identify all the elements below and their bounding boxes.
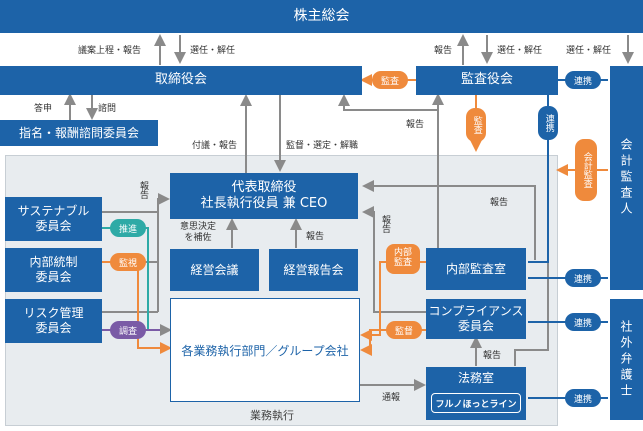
internal-audit-pill-label: 内部監査 <box>393 248 412 268</box>
ceo-title-line1: 代表取締役 <box>231 179 297 195</box>
ceo-title-line2: 社長執行役員 兼 CEO <box>200 196 328 211</box>
accounting-auditor-label: 会計監査人 <box>619 138 633 218</box>
coop-pill-internal-audit-label: 連携 <box>573 274 592 285</box>
report-label-compliance: 報告 <box>380 215 390 233</box>
report-label-mgmt: 報告 <box>306 232 325 242</box>
elect-dismiss-label-accountant: 選任・解任 <box>566 46 612 56</box>
notify-label: 通報 <box>382 393 401 403</box>
inquire-label: 諮問 <box>98 104 117 114</box>
management-report-label: 経営報告会 <box>283 262 344 277</box>
business-units-box: 各業務執行部門／グループ会社 <box>170 298 360 402</box>
internal-control-committee-label: 内部統制 委員会 <box>29 255 78 284</box>
coop-pill-legal-label: 連携 <box>573 394 592 405</box>
elect-dismiss-label-board: 選任・解任 <box>190 46 236 56</box>
coop-pill-compliance-label: 連携 <box>573 318 592 329</box>
monitor-pill-label: 監視 <box>118 258 137 269</box>
report-label-audit: 報告 <box>434 46 453 56</box>
board-label: 取締役会 <box>154 72 207 88</box>
audit-board-box: 監査役会 <box>416 66 558 95</box>
outside-lawyer-label: 社外弁護士 <box>619 319 633 400</box>
audit-pill-label: 監査 <box>380 76 399 87</box>
audit-pill: 監査 <box>372 71 408 89</box>
coop-vertical-pill-label: 連携 <box>543 114 554 132</box>
audit-vertical-pill-label: 監査 <box>471 116 482 134</box>
legal-office-label: 法務室 <box>457 371 494 385</box>
business-execution-label: 業務執行 <box>250 409 294 422</box>
oversight-pill: 監督 <box>386 321 422 339</box>
sustainability-committee-label: サステナブル 委員会 <box>17 204 90 233</box>
audit-board-label: 監査役会 <box>460 72 513 88</box>
coop-vertical-pill: 連携 <box>538 106 558 140</box>
risk-committee-label: リスク管理 委員会 <box>23 306 84 335</box>
consult-label: 答申 <box>34 104 53 114</box>
report-label-legal-ceo: 報告 <box>490 198 509 208</box>
investigate-pill: 調査 <box>110 321 146 339</box>
coop-pill-accountant: 連携 <box>565 71 601 89</box>
management-meeting-label: 経営会議 <box>190 262 239 277</box>
supervise-label: 監督・選定・解職 <box>286 141 359 151</box>
report-label-committees: 報告 <box>138 181 148 199</box>
compliance-committee-label: コンプライアンス 委員会 <box>428 304 524 333</box>
coop-pill-accountant-label: 連携 <box>573 76 592 87</box>
internal-audit-office-box: 内部監査室 <box>426 248 526 290</box>
internal-control-committee-box: 内部統制 委員会 <box>5 248 102 292</box>
hotline-logo: フルノほっとライン <box>431 393 521 413</box>
internal-audit-pill: 内部監査 <box>386 244 420 274</box>
coop-pill-compliance: 連携 <box>565 313 601 331</box>
hotline-logo-text: フルノほっとライン <box>435 399 517 410</box>
risk-committee-box: リスク管理 委員会 <box>5 299 102 343</box>
sustainability-committee-box: サステナブル 委員会 <box>5 197 102 241</box>
promote-pill-label: 推進 <box>118 224 137 235</box>
nomination-committee-box: 指名・報酬諮問委員会 <box>0 120 158 146</box>
management-report-box: 経営報告会 <box>269 249 358 291</box>
accounting-auditor-box: 会計監査人 <box>610 66 643 290</box>
oversight-pill-label: 監督 <box>394 326 413 337</box>
decision-support-label: 意思決定 を補佐 <box>180 222 217 243</box>
shareholders-meeting-box: 株主総会 <box>0 0 643 33</box>
coop-pill-internal-audit: 連携 <box>565 269 601 287</box>
coop-pill-legal: 連携 <box>565 389 601 407</box>
ceo-box: 代表取締役 社長執行役員 兼 CEO <box>170 173 358 219</box>
nomination-committee-label: 指名・報酬諮問委員会 <box>18 125 139 140</box>
audit-vertical-pill: 監査 <box>466 108 486 142</box>
management-meeting-box: 経営会議 <box>170 249 259 291</box>
report-label-board: 報告 <box>406 120 425 130</box>
investigate-pill-label: 調査 <box>118 326 137 337</box>
monitor-pill: 監視 <box>110 253 146 271</box>
internal-audit-office-label: 内部監査室 <box>445 261 506 276</box>
report-label-legal: 報告 <box>483 351 502 361</box>
compliance-committee-box: コンプライアンス 委員会 <box>426 299 526 339</box>
shareholders-meeting-label: 株主総会 <box>293 7 350 24</box>
elect-dismiss-label-audit: 選任・解任 <box>497 46 543 56</box>
promote-pill: 推進 <box>110 219 146 237</box>
board-box: 取締役会 <box>0 66 362 95</box>
business-units-label: 各業務執行部門／グループ会社 <box>181 343 349 358</box>
outside-lawyer-box: 社外弁護士 <box>610 299 643 420</box>
accounting-audit-pill: 会計監査 <box>575 139 597 201</box>
accounting-audit-pill-label: 会計監査 <box>581 152 592 188</box>
proposal-report-label: 議案上程・報告 <box>78 46 142 56</box>
refer-report-label: 付議・報告 <box>192 141 238 151</box>
